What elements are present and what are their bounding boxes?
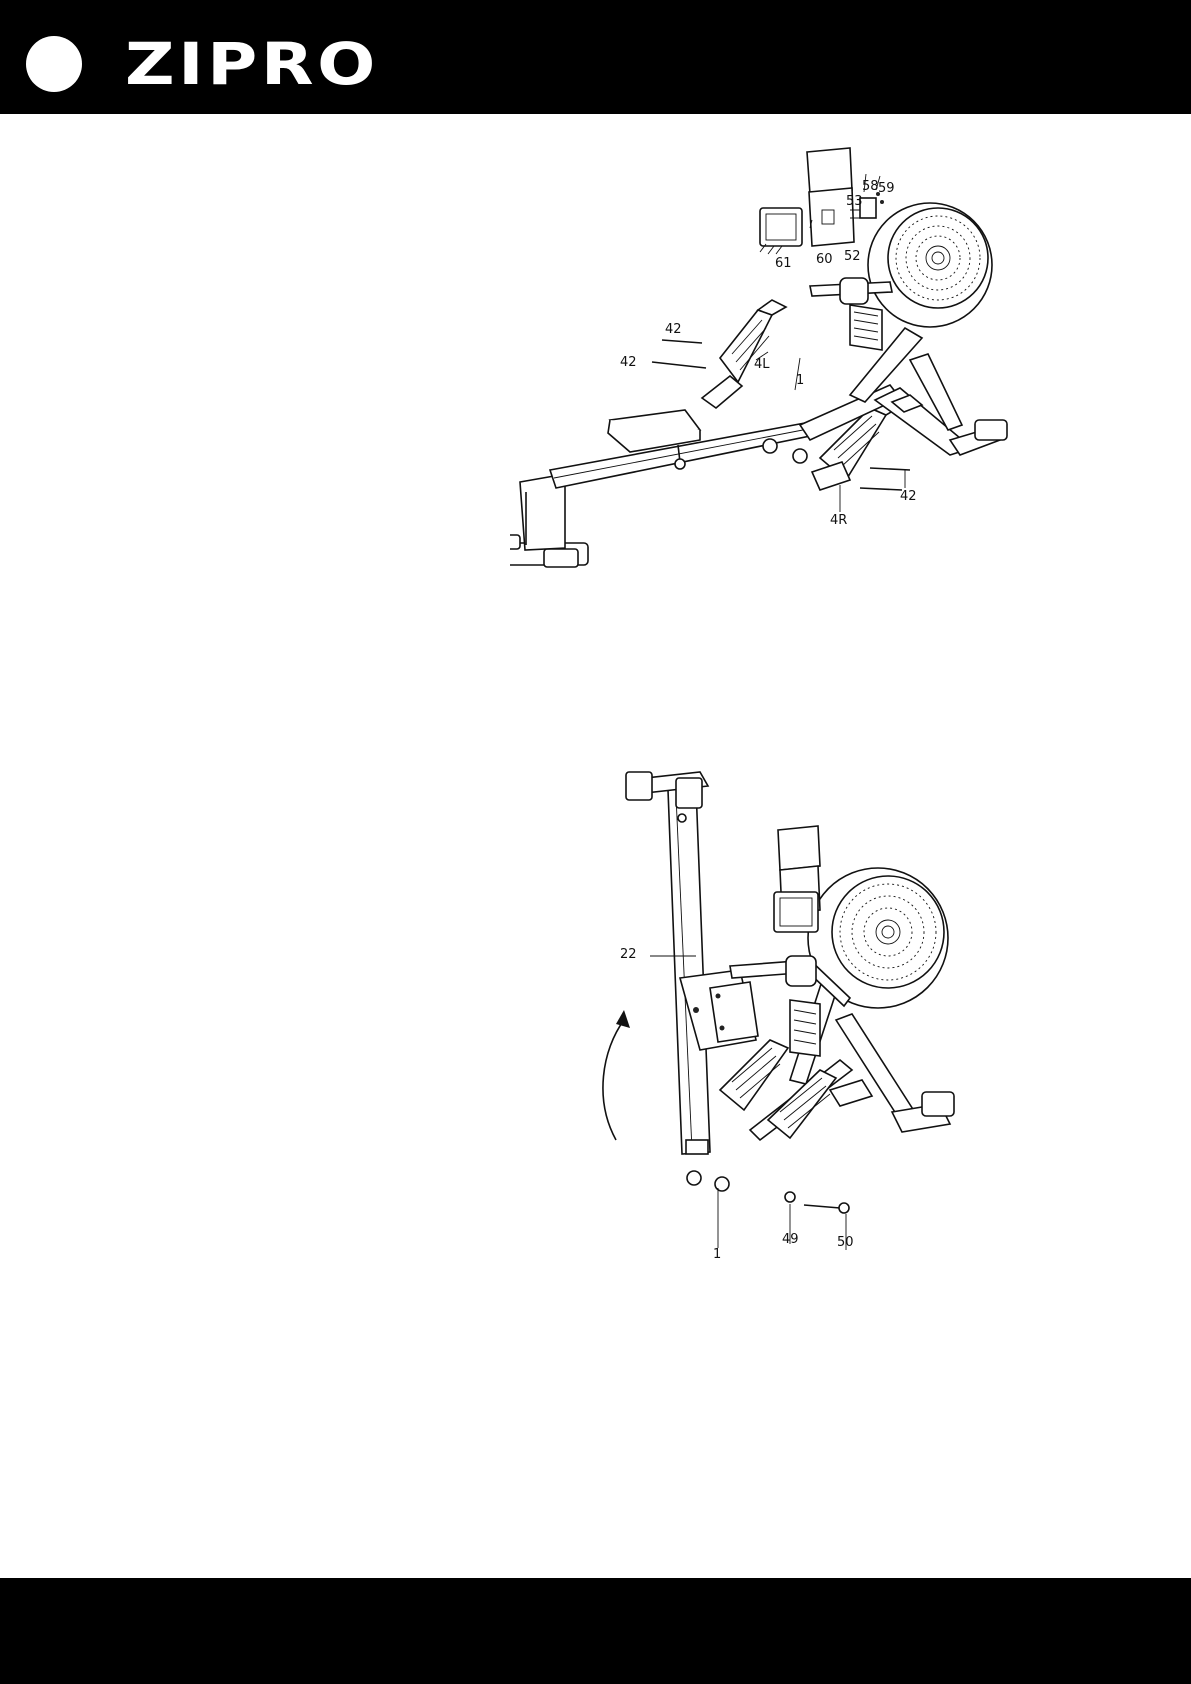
assembly-figure-footrests-monitor: 58 59 53 52 61 60 42 42 4L 1 4R 42 [510, 140, 1090, 600]
callout-22: 22 [620, 947, 637, 962]
callout-58: 58 [862, 179, 879, 194]
callout-49: 49 [782, 1232, 799, 1247]
brand-dot-logo [26, 36, 82, 92]
callout-4L: 4L [754, 357, 770, 372]
brand-logo-text: ZIPRO [125, 34, 379, 94]
page-footer [0, 1578, 1191, 1684]
callout-53: 53 [846, 194, 863, 209]
page-header: ZIPRO [0, 0, 1191, 114]
assembly-figure-fold-rail: 22 1 49 50 [600, 760, 1050, 1260]
callout-42-right: 42 [900, 489, 917, 504]
callout-1: 1 [796, 373, 804, 388]
callout-52: 52 [844, 249, 861, 264]
callout-4R: 4R [830, 513, 847, 528]
callout-61: 61 [775, 256, 792, 271]
callout-42-upper: 42 [665, 322, 682, 337]
callout-59: 59 [878, 181, 895, 196]
callout-42-left: 42 [620, 355, 637, 370]
callout-50: 50 [837, 1235, 854, 1250]
callout-60: 60 [816, 252, 833, 267]
callout-1: 1 [713, 1247, 721, 1260]
